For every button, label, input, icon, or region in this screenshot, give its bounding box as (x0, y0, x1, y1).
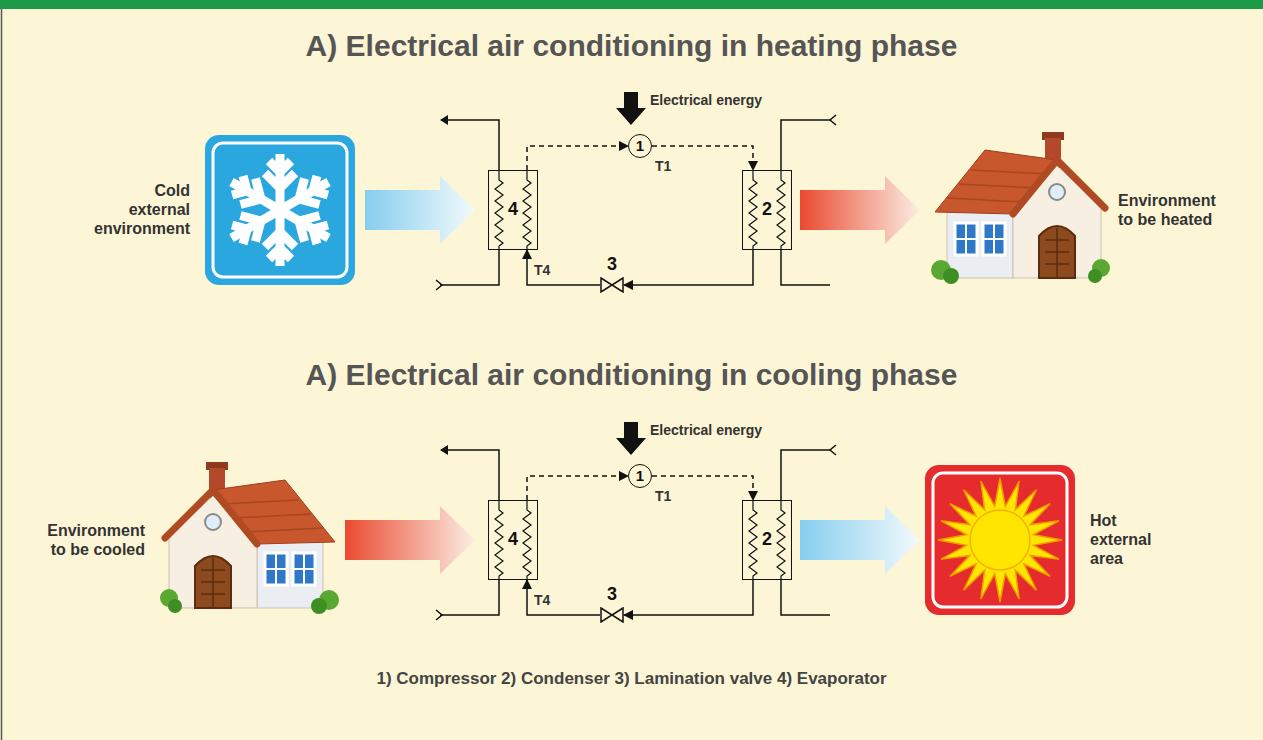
refrigerant-liquid-line (527, 250, 600, 285)
cold-air-arrow (365, 176, 475, 244)
circuit-pipes (436, 92, 836, 290)
heat-arrow (800, 176, 920, 244)
sun-icon (970, 510, 1030, 570)
temperature-label: T4 (534, 262, 550, 279)
refrigerant-vapour-line (652, 476, 753, 500)
valve-symbol (612, 278, 623, 292)
temperature-label: T1 (655, 488, 671, 505)
sun-icon (933, 473, 1067, 607)
refrigerant-liquid-line (624, 250, 753, 285)
environment-label: Environment to be heated (1118, 191, 1218, 229)
energy-label: Electrical energy (650, 92, 762, 109)
sun-icon (925, 465, 1075, 615)
environment-label: Cold external environment (94, 181, 190, 239)
refrigerant-liquid-line (624, 580, 753, 615)
compressor-circle: 1 (628, 134, 652, 158)
callout-number: 1 (636, 138, 644, 155)
circuit-pipes (436, 422, 836, 620)
valve-symbol (601, 608, 612, 622)
caption: 1) Compressor 2) Condenser 3) Lamination… (0, 668, 1263, 690)
evaporator-box: 4 (488, 500, 538, 580)
temperature-label: T1 (655, 158, 671, 175)
valve-symbol (600, 607, 624, 623)
heading: A) Electrical air conditioning in heatin… (0, 28, 1263, 64)
refrigerant-vapour-line (652, 146, 753, 170)
callout-number: 3 (607, 255, 617, 275)
callout-number: 2 (762, 200, 772, 220)
callout-number: 1 (636, 468, 644, 485)
frame-line (1, 9, 3, 740)
snowflake-icon (205, 135, 355, 285)
callout-number: 4 (508, 200, 518, 220)
sun-icon (938, 478, 1062, 602)
lamination-valve: 3 (600, 277, 624, 293)
callout-number: 4 (508, 530, 518, 550)
compressor-circle: 1 (628, 464, 652, 488)
snowflake-icon (271, 201, 289, 219)
snowflake-icon (213, 143, 347, 277)
house-illustration (160, 462, 339, 614)
sun-icon (925, 465, 1075, 615)
environment-label: Hot external area (1090, 511, 1151, 569)
condenser-box: 2 (742, 170, 792, 250)
snowflake-icon (205, 135, 355, 285)
energy-label: Electrical energy (650, 422, 762, 439)
lamination-valve: 3 (600, 607, 624, 623)
cold-air-arrow (800, 506, 920, 574)
temperature-label: T4 (534, 592, 550, 609)
refrigerant-liquid-line (527, 580, 600, 615)
evaporator-box: 4 (488, 170, 538, 250)
refrigerant-vapour-line (527, 476, 628, 500)
valve-symbol (601, 278, 612, 292)
house-illustration (931, 132, 1110, 284)
top-bar (0, 0, 1263, 9)
callout-number: 3 (607, 585, 617, 605)
valve-symbol (612, 608, 623, 622)
condenser-box: 2 (742, 500, 792, 580)
valve-symbol (600, 277, 624, 293)
heat-arrow (345, 506, 475, 574)
environment-label: Environment to be cooled (45, 521, 145, 559)
snowflake-icon (224, 154, 336, 266)
heading: A) Electrical air conditioning in coolin… (0, 357, 1263, 393)
refrigerant-vapour-line (527, 146, 628, 170)
callout-number: 2 (762, 530, 772, 550)
